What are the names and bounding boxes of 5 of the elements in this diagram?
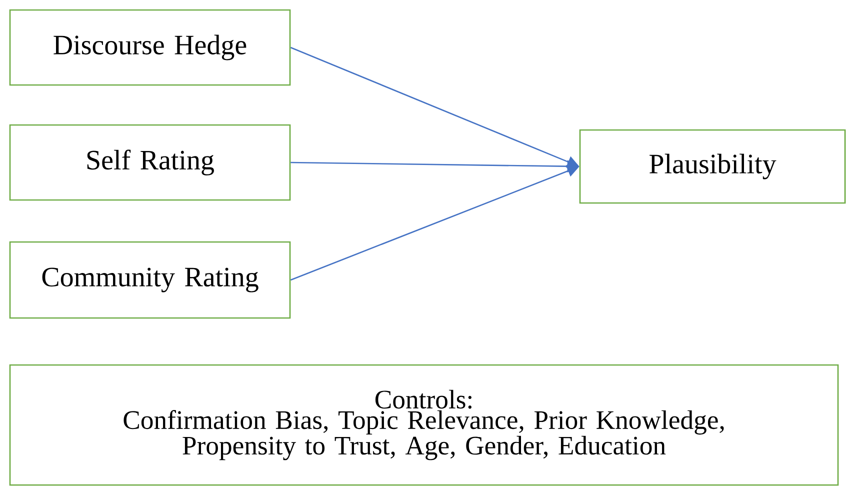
variable-box: Community Rating (9, 241, 291, 319)
controls-box: Controls: Confirmation Bias, Topic Relevance, Prior Knowledge, Propensity to Trust, Age, Gender, Education (9, 364, 839, 486)
variable-box: Discourse Hedge (9, 9, 291, 86)
variable-box: Self Rating (9, 124, 291, 201)
variable-box: Plausibility (579, 129, 846, 204)
